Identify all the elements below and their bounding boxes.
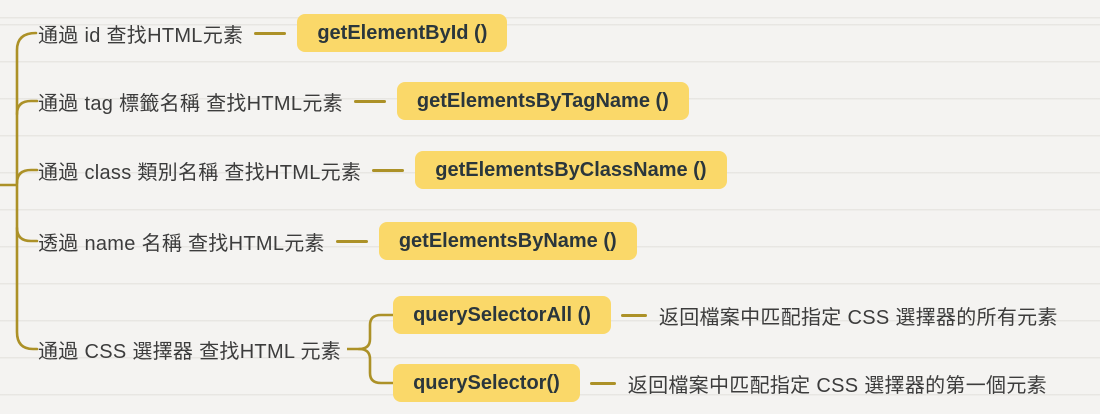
- method-description[interactable]: 返回檔案中匹配指定 CSS 選擇器的所有元素: [658, 306, 1058, 329]
- connector-dash: [335, 239, 368, 243]
- connector-dash: [254, 31, 287, 35]
- connector-dash: [372, 168, 405, 172]
- connector-dash: [353, 99, 386, 103]
- branch-label[interactable]: 通過 class 類別名稱 查找HTML元素: [38, 161, 362, 184]
- branch-row-tag: 通過 tag 標籤名稱 查找HTML元素 getElementsByTagNam…: [38, 82, 689, 120]
- branch-row-class: 通過 class 類別名稱 查找HTML元素 getElementsByClas…: [38, 151, 727, 189]
- branch-label[interactable]: 透過 name 名稱 查找HTML元素: [38, 232, 325, 255]
- child-row-queryselector: querySelector() 返回檔案中匹配指定 CSS 選擇器的第一個元素: [393, 364, 1058, 402]
- fork-lower-curve: [357, 347, 394, 385]
- branch-label[interactable]: 通過 CSS 選擇器 查找HTML 元素: [38, 340, 342, 363]
- branch-row-id: 通過 id 查找HTML元素 getElementById (): [38, 14, 508, 52]
- method-node[interactable]: getElementsByName (): [378, 222, 637, 260]
- branch-row-name: 透過 name 名稱 查找HTML元素 getElementsByName (): [38, 222, 637, 260]
- method-node[interactable]: getElementsByClassName (): [415, 151, 727, 189]
- method-node[interactable]: querySelector(): [393, 364, 580, 402]
- fork-upper-curve: [347, 313, 394, 351]
- branch-curve-2: [15, 99, 39, 116]
- branch-row-css-selector: 通過 CSS 選擇器 查找HTML 元素 querySelectorAll ()…: [38, 296, 1058, 402]
- tree-connector: [0, 31, 39, 351]
- connector-dash: [620, 313, 647, 317]
- branch-label[interactable]: 通過 id 查找HTML元素: [38, 24, 244, 47]
- method-node[interactable]: getElementsByTagName (): [396, 82, 689, 120]
- branch-curve-4: [15, 226, 39, 243]
- trunk-line: [15, 31, 39, 351]
- connector-dash: [589, 381, 616, 385]
- method-node[interactable]: querySelectorAll (): [393, 296, 611, 334]
- fork-connector: [347, 313, 394, 385]
- method-node[interactable]: getElementById (): [297, 14, 508, 52]
- branch-label[interactable]: 通過 tag 標籤名稱 查找HTML元素: [38, 92, 343, 115]
- child-row-queryselectorall: querySelectorAll () 返回檔案中匹配指定 CSS 選擇器的所有…: [393, 296, 1058, 334]
- branch-curve-3: [15, 168, 39, 185]
- css-selector-children: querySelectorAll () 返回檔案中匹配指定 CSS 選擇器的所有…: [393, 296, 1058, 402]
- method-description[interactable]: 返回檔案中匹配指定 CSS 選擇器的第一個元素: [627, 374, 1047, 397]
